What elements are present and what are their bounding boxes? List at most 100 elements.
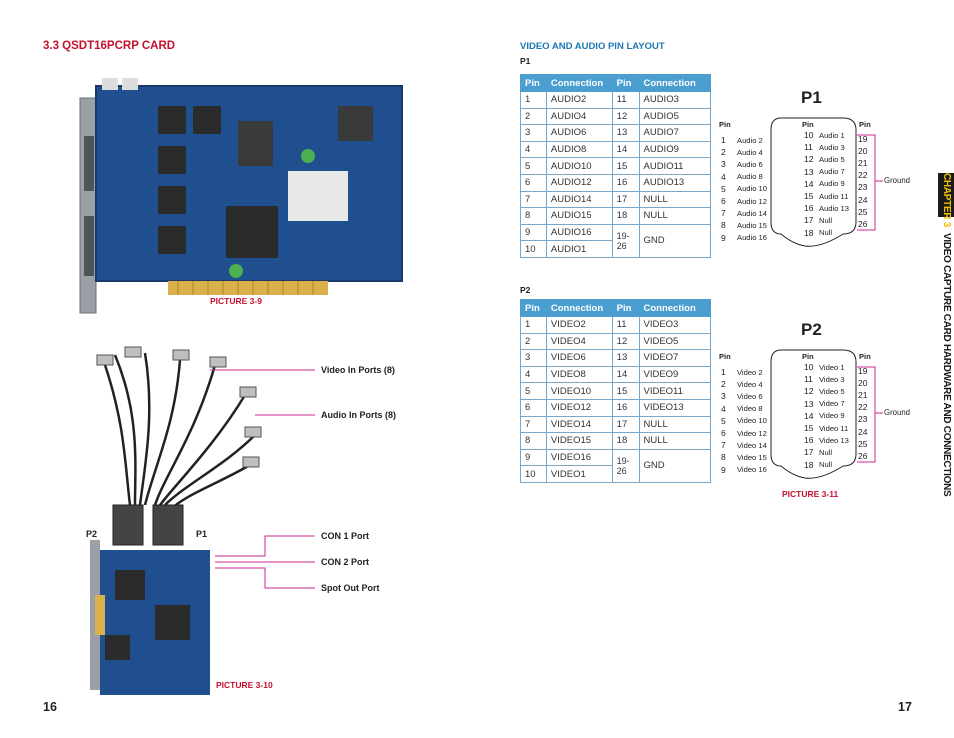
header-pin: Pin [611,299,640,317]
pin-number: 26 [858,450,868,461]
pin-number: 21 [858,158,868,169]
connection-cell: AUDIO5 [638,107,711,126]
pin-signal: Audio 14 [737,208,767,218]
pin-cell: 11 [611,316,640,334]
pin-signal: Null [819,447,833,457]
ground-bracket [857,366,876,463]
callout-spot-out: Spot Out Port [321,583,380,593]
pin-number: 2 [721,379,726,390]
pin-signal: Video 13 [819,435,849,445]
pin-signal: Video 15 [737,452,767,462]
connection-cell: VIDEO8 [545,365,613,384]
callout-con1: CON 1 Port [321,531,370,541]
pin-header: Pin [719,120,731,129]
pin-layout-heading: VIDEO AND AUDIO PIN LAYOUT [520,41,665,52]
pin-cell: 3 [520,124,547,142]
page-number-right: 17 [898,700,912,714]
pin-header: Pin [859,120,871,129]
caption-picture-3-9: PICTURE 3-9 [210,296,262,306]
connection-cell: AUDIO13 [638,173,711,192]
callout-lines [210,369,315,589]
pin-signal: Audio 13 [819,203,849,213]
pin-cell: 9 [520,223,547,242]
pin-header: Pin [802,352,814,361]
pin-signal: Audio 4 [737,147,763,157]
pin-signal: Video 12 [737,428,767,438]
pin-number: 22 [858,402,868,413]
pin-number: 2 [721,147,726,158]
pin-number: 16 [804,435,814,446]
pin-number: 25 [858,206,868,217]
connection-span-cell: GND [638,223,711,258]
pin-signal: Audio 11 [819,191,849,201]
pin-cell: 7 [520,415,547,434]
connection-cell: AUDIO7 [638,124,711,142]
pin-number: 18 [804,459,814,470]
pin-header: Pin [859,352,871,361]
connector-outline [770,117,883,247]
connection-span-cell: GND [638,448,711,483]
pin-cell: 6 [520,173,547,192]
connection-cell: VIDEO10 [545,382,613,400]
pin-number: 24 [858,194,868,205]
pin-signal: Audio 7 [819,167,845,177]
connection-cell: AUDIO11 [638,157,711,175]
pin-cell: 6 [520,398,547,417]
pin-signal: Null [819,460,833,470]
header-connection: Connection [638,299,711,317]
pin-cell: 2 [520,107,547,126]
pin-signal: Video 7 [819,399,845,409]
pin-number: 3 [721,159,726,170]
pin-number: 4 [721,171,726,182]
pin-cell: 18 [611,207,640,225]
pin-cell: 8 [520,207,547,225]
pin-signal: Audio 1 [819,130,845,140]
pin-signal: Audio 2 [737,135,763,145]
pin-cell: 13 [611,124,640,142]
section-heading: 3.3 QSDT16PCRP CARD [43,40,176,52]
pin-signal: Null [819,228,833,238]
pin-cell: 3 [520,349,547,367]
pin-signal: Video 5 [819,386,845,396]
connection-cell: VIDEO9 [638,365,711,384]
header-connection: Connection [545,74,613,92]
connection-cell: VIDEO1 [545,465,613,483]
pin-signal: Audio 16 [737,233,767,243]
label-p1-table: P1 [520,56,531,66]
connection-cell: VIDEO14 [545,415,613,434]
pin-signal: Audio 12 [737,196,767,206]
pin-cell: 15 [611,157,640,175]
pin-number: 23 [858,414,868,425]
pin-signal: Video 14 [737,440,767,450]
pin-number: 18 [804,227,814,238]
connection-cell: NULL [638,207,711,225]
pin-cell: 5 [520,382,547,400]
pin-signal: Audio 8 [737,172,763,182]
caption-picture-3-11: PICTURE 3-11 [782,489,839,499]
connection-cell: VIDEO4 [545,332,613,351]
connection-cell: VIDEO12 [545,398,613,417]
connection-cell: VIDEO6 [545,349,613,367]
pin-signal: Audio 6 [737,159,763,169]
pin-cell: 13 [611,349,640,367]
pin-number: 22 [858,170,868,181]
pin-signal: Video 1 [819,362,845,372]
pin-cell: 17 [611,415,640,434]
connection-cell: VIDEO16 [545,448,613,467]
pin-signal: Video 10 [737,416,767,426]
connection-cell: AUDIO9 [638,140,711,159]
connection-cell: VIDEO5 [638,332,711,351]
connection-cell: AUDIO15 [545,207,613,225]
header-pin: Pin [611,74,640,92]
pin-number: 14 [804,410,814,421]
pin-cell: 8 [520,432,547,450]
pin-number: 10 [804,130,814,140]
